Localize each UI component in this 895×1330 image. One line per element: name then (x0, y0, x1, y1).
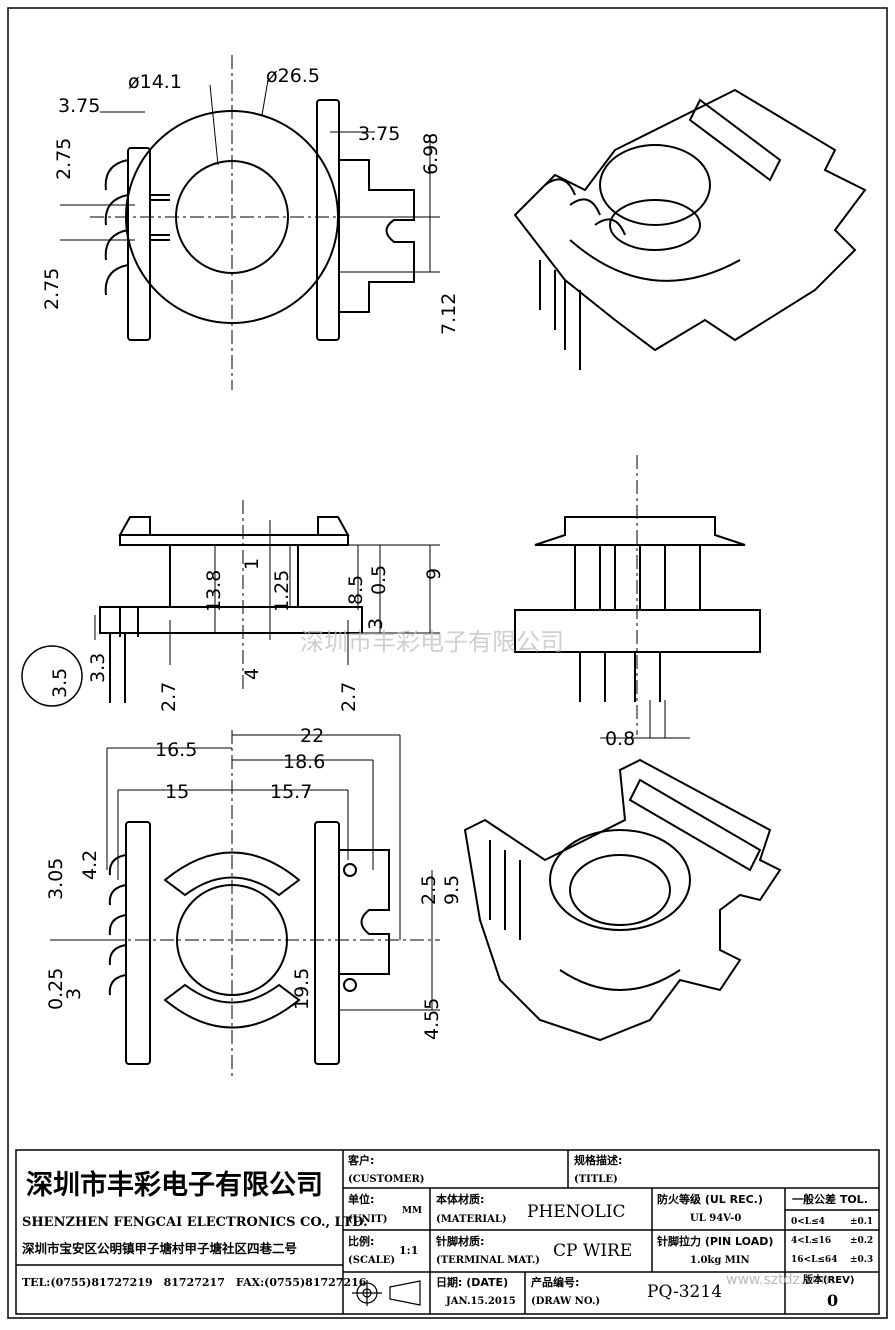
material-label-cn: 本体材质: (436, 1193, 485, 1206)
date-label: 日期: (DATE) (436, 1276, 509, 1289)
dim-bot-305: 3.05 (45, 858, 67, 900)
draw-no-value: PQ-3214 (647, 1282, 723, 1302)
scale-label-en: (SCALE) (348, 1255, 396, 1266)
dim-bot-25: 2.5 (418, 875, 440, 905)
dim-mid-138: 13.8 (203, 570, 225, 612)
dim-mid-1: 1 (241, 558, 263, 570)
date-value: JAN.15.2015 (446, 1296, 516, 1307)
dim-top-275a: 2.75 (53, 138, 75, 180)
tolerance-value-1: ±0.2 (850, 1236, 874, 1246)
website: www.sztdz.com (726, 1272, 835, 1288)
dim-top-712: 7.12 (438, 293, 460, 335)
dim-mid-05: 0.5 (368, 565, 390, 595)
revision-label: 版本(REV) (803, 1275, 855, 1286)
middle-front-dim-lines (600, 700, 690, 739)
dim-bot-165: 16.5 (155, 739, 197, 761)
tolerance-value-2: ±0.3 (850, 1255, 874, 1265)
dim-bot-3: 3 (63, 988, 85, 1000)
unit-value: MM (402, 1206, 422, 1216)
material-label-en: (MATERIAL) (436, 1214, 507, 1225)
tolerance-range-0: 0<L≤4 (791, 1217, 825, 1227)
pin-load-label: 针脚拉力 (PIN LOAD) (657, 1235, 774, 1248)
watermark: 深圳市丰彩电子有限公司 (300, 628, 564, 656)
dim-bot-22: 22 (300, 725, 324, 747)
isometric-view-top (513, 88, 867, 370)
dim-mid-125: 1.25 (271, 570, 293, 612)
title-label-en: (TITLE) (574, 1174, 618, 1185)
dim-bot-195: 19.5 (291, 968, 313, 1010)
dim-top-375a: 3.75 (58, 95, 100, 117)
fire-rating-value: UL 94V-0 (690, 1213, 742, 1224)
dim-bot-95: 9.5 (441, 875, 463, 905)
company-address: 深圳市宝安区公明镇甲子塘村甲子塘社区四巷二号 (22, 1241, 298, 1256)
dim-bot-157: 15.7 (270, 781, 312, 803)
dim-mid-3a: 3 (365, 618, 387, 630)
customer-label-cn: 客户: (348, 1154, 375, 1167)
dim-top-275b: 2.75 (41, 268, 63, 310)
top-view-centerlines (90, 55, 440, 390)
top-view-dim-lines (60, 79, 440, 273)
dim-mid-27a: 2.7 (158, 682, 180, 712)
dim-top-d2: ø26.5 (266, 65, 320, 87)
revision-value: 0 (827, 1291, 839, 1310)
dim-mid-27b: 2.7 (338, 682, 360, 712)
company-phone: TEL:(0755)81727219 81727217 FAX:(0755)81… (22, 1276, 367, 1289)
projection-symbol (352, 1280, 421, 1306)
terminal-label-en: (TERMINAL MAT.) (436, 1255, 540, 1266)
bottom-view-dim-lines (50, 734, 440, 1011)
bottom-view (108, 821, 390, 1065)
title-block-grid (15, 1149, 880, 1315)
fire-rating-label: 防火等级 (UL REC.) (657, 1193, 763, 1206)
dim-bot-025: 0.25 (45, 968, 67, 1010)
unit-label-cn: 单位: (348, 1193, 375, 1206)
dim-top-375b: 3.75 (358, 123, 400, 145)
scale-value: 1:1 (399, 1244, 419, 1257)
dim-mid-35: 3.5 (49, 668, 71, 698)
dim-top-d1: ø14.1 (128, 71, 182, 93)
dim-mid-08: 0.8 (605, 728, 635, 750)
title-label-cn: 规格描述: (574, 1154, 623, 1167)
scale-label-cn: 比例: (348, 1235, 375, 1248)
company-name-en: SHENZHEN FENGCAI ELECTRONICS CO., LTD. (22, 1215, 368, 1230)
unit-label-en: (UNIT) (348, 1214, 388, 1225)
dim-mid-33: 3.3 (87, 653, 109, 683)
tolerance-range-2: 16<L≤64 (791, 1255, 838, 1265)
tolerance-range-1: 4<L≤16 (791, 1236, 832, 1246)
dim-mid-4: 4 (241, 668, 263, 680)
isometric-view-bottom (463, 758, 782, 1042)
dim-mid-85: 8.5 (345, 575, 367, 605)
company-name-cn: 深圳市丰彩电子有限公司 (26, 1170, 323, 1201)
draw-no-label-en: (DRAW NO.) (531, 1296, 601, 1307)
draw-no-label-cn: 产品编号: (531, 1276, 580, 1289)
bottom-view-centerlines (60, 730, 440, 1080)
pin-load-value: 1.0kg MIN (690, 1255, 750, 1266)
middle-side-dim-lines (94, 520, 440, 665)
dim-bot-42: 4.2 (79, 850, 101, 880)
customer-label-en: (CUSTOMER) (348, 1174, 425, 1185)
terminal-label-cn: 针脚材质: (436, 1235, 485, 1248)
tolerance-value-0: ±0.1 (850, 1217, 874, 1227)
terminal-value: CP WIRE (553, 1241, 633, 1261)
pin-detail-circle (21, 645, 83, 707)
dim-bot-455: 4.55 (421, 998, 443, 1040)
middle-side-view (99, 516, 363, 703)
dim-mid-9: 9 (423, 568, 445, 580)
dim-bot-15: 15 (165, 781, 189, 803)
material-value: PHENOLIC (527, 1202, 626, 1222)
tolerance-title: 一般公差 TOL. (792, 1193, 868, 1206)
dim-top-698: 6.98 (420, 133, 442, 175)
dim-bot-186: 18.6 (283, 751, 325, 773)
